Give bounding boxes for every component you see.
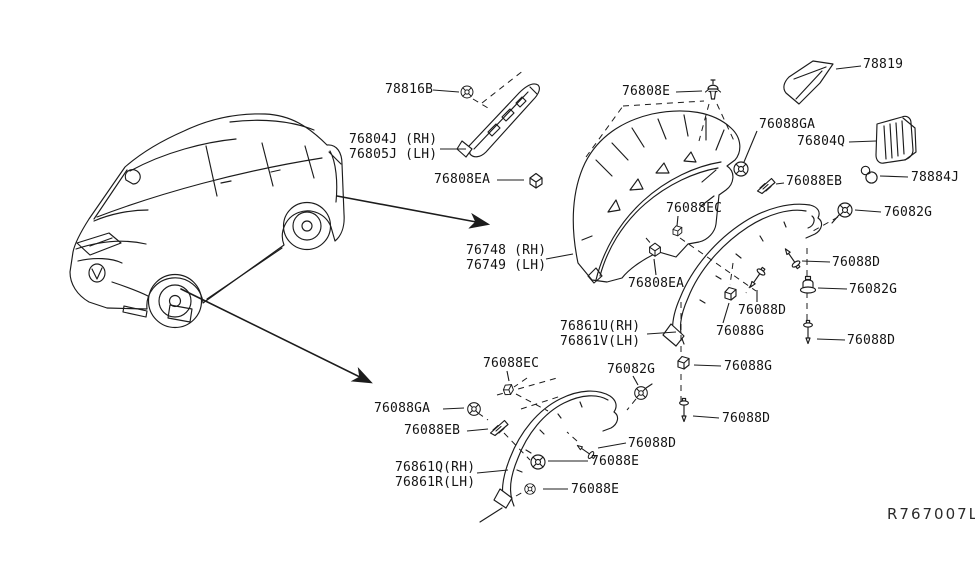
leader-line-76861V-LH — [646, 331, 677, 335]
clip-78884J — [860, 165, 878, 184]
grommet-76088E-1 — [530, 454, 546, 470]
leader-line-76804Q — [848, 140, 877, 143]
drawing-reference-code: R767007L — [887, 505, 975, 523]
rear-wheel — [282, 201, 332, 251]
license-plate — [167, 304, 193, 323]
car-illustration — [69, 113, 345, 329]
wheelhouse-liner-part — [572, 110, 741, 284]
leader-line-76088EB-1 — [775, 182, 785, 185]
leader-line-76088D-4 — [692, 415, 720, 419]
leader-line-76082G-1 — [854, 209, 882, 213]
grille-badge — [88, 263, 106, 283]
screw-76088D-1 — [781, 245, 803, 271]
leader-line-76088EB-2 — [466, 428, 489, 432]
front-arch-molding-part — [479, 390, 619, 523]
clip-76088EB-1 — [756, 177, 776, 195]
bracket-pad-part — [875, 115, 917, 164]
leader-line-76082G-3 — [632, 375, 639, 386]
clip-76088EC-2 — [501, 382, 516, 397]
leader-line-76088D-1 — [801, 260, 831, 263]
leader-line-76808EA-2 — [653, 258, 657, 276]
leader-line-76088EC-1 — [676, 215, 679, 227]
leader-line-76088D-3 — [816, 338, 846, 341]
clip-76088G-1 — [724, 286, 737, 301]
leader-line-76088GA-1 — [743, 130, 758, 163]
screw-76088D-3 — [803, 319, 813, 345]
leader-line-76088GA-2 — [442, 407, 465, 410]
clip-76082G-3 — [634, 383, 653, 400]
screw-76088D-4 — [679, 397, 689, 423]
arrow-to-front-detail — [180, 288, 373, 384]
leader-line-76082G-2 — [817, 287, 848, 290]
clip-76088E-2 — [524, 483, 536, 495]
leader-lines — [432, 65, 909, 490]
clip-76082G-1 — [831, 202, 853, 224]
arrow-to-rear-detail — [336, 195, 491, 229]
leader-line-78819 — [835, 65, 862, 70]
leader-line-78816B — [432, 89, 460, 93]
construction-lines — [472, 69, 839, 497]
headlamp — [76, 232, 122, 256]
grommet-78816B — [460, 85, 474, 99]
grommet-76082G-2 — [799, 275, 817, 294]
clip-76088D-5 — [574, 441, 598, 462]
leader-line-76808E — [675, 90, 703, 93]
clip-76808E — [704, 79, 722, 100]
clip-76088GA-2 — [467, 402, 481, 416]
leader-line-76861R-LH — [476, 469, 509, 474]
pointer-arrows — [180, 195, 491, 384]
nut-76808EA-1 — [529, 172, 543, 189]
leader-line-78884J — [879, 175, 909, 178]
leader-line-76088D-5 — [597, 442, 627, 449]
leader-line-76088EC-2 — [506, 370, 510, 382]
fasteners — [460, 79, 878, 495]
rear-pillar-finisher-part — [783, 60, 834, 105]
front-wheel — [147, 273, 203, 329]
clip-76088GA-1 — [733, 161, 749, 177]
leader-line-76088G-2 — [693, 364, 722, 367]
clip-76088EB-2 — [489, 419, 509, 437]
leader-line-76749-LH — [545, 253, 574, 260]
side-mirror — [124, 169, 141, 185]
leader-line-76088G-1 — [722, 302, 730, 324]
clip-76088G-2 — [677, 355, 690, 370]
